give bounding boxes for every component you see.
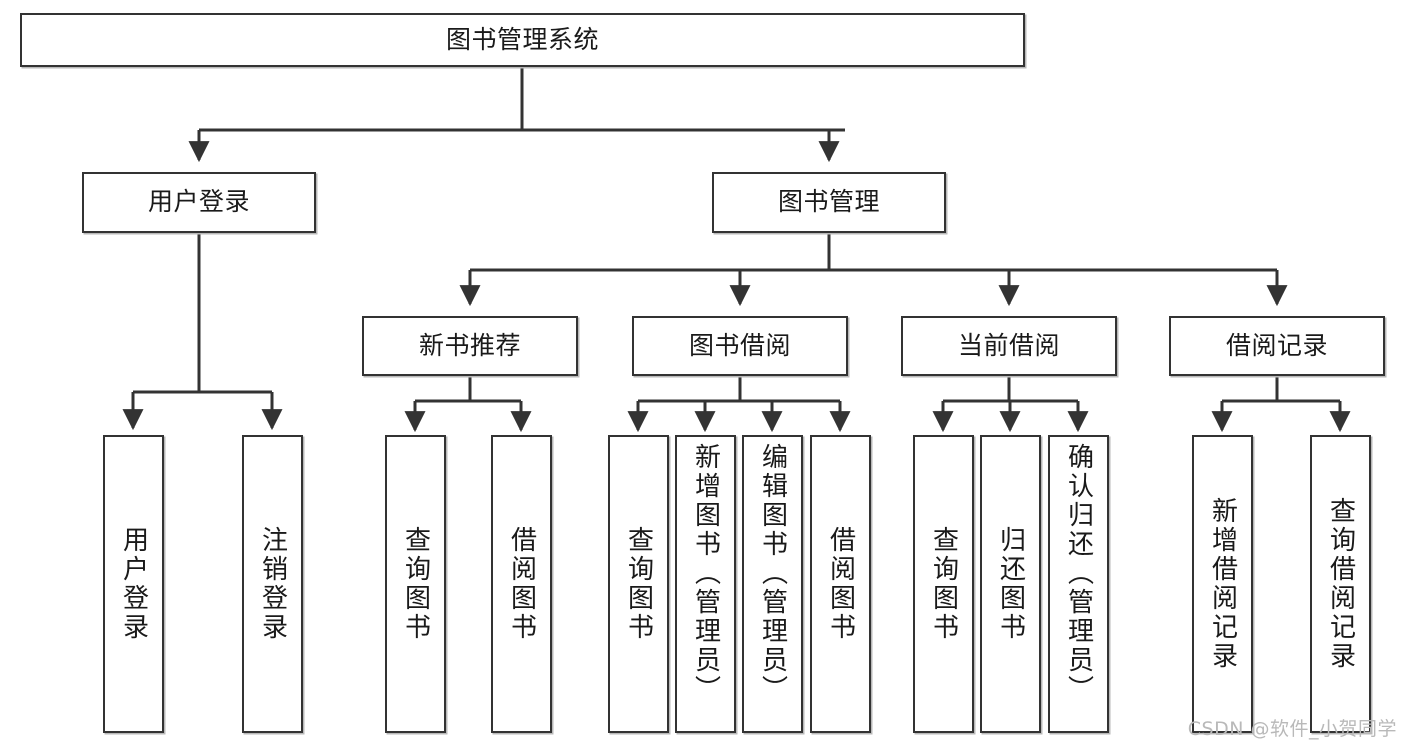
node-leaf-user-login[interactable]: 用户登录 bbox=[103, 435, 164, 733]
node-leaf-borrow-book-rec-label: 借阅图书 bbox=[506, 526, 537, 642]
node-book-borrow[interactable]: 图书借阅 bbox=[632, 316, 848, 376]
node-user-login[interactable]: 用户登录 bbox=[82, 172, 316, 233]
node-leaf-add-borrow-record-label: 新增借阅记录 bbox=[1207, 497, 1238, 671]
node-leaf-edit-book-admin-label: 编辑图书（管理员） bbox=[757, 443, 788, 704]
node-leaf-logout-label: 注销登录 bbox=[257, 526, 288, 642]
node-leaf-return-book[interactable]: 归还图书 bbox=[980, 435, 1041, 733]
node-new-book-recommend[interactable]: 新书推荐 bbox=[362, 316, 578, 376]
node-book-borrow-label: 图书借阅 bbox=[688, 330, 791, 360]
node-leaf-borrow-book[interactable]: 借阅图书 bbox=[810, 435, 871, 733]
node-book-manage[interactable]: 图书管理 bbox=[712, 172, 946, 233]
node-leaf-add-book-admin[interactable]: 新增图书（管理员） bbox=[675, 435, 736, 733]
node-leaf-query-book-borrow-label: 查询图书 bbox=[623, 526, 654, 642]
node-root-label: 图书管理系统 bbox=[445, 24, 599, 54]
node-leaf-borrow-book-rec[interactable]: 借阅图书 bbox=[491, 435, 552, 733]
node-borrow-record[interactable]: 借阅记录 bbox=[1169, 316, 1385, 376]
node-current-borrow-label: 当前借阅 bbox=[957, 330, 1060, 360]
node-leaf-add-borrow-record[interactable]: 新增借阅记录 bbox=[1192, 435, 1253, 733]
node-borrow-record-label: 借阅记录 bbox=[1225, 330, 1328, 360]
node-leaf-query-book-rec[interactable]: 查询图书 bbox=[385, 435, 446, 733]
node-new-book-recommend-label: 新书推荐 bbox=[418, 330, 521, 360]
node-book-manage-label: 图书管理 bbox=[777, 187, 880, 217]
node-current-borrow[interactable]: 当前借阅 bbox=[901, 316, 1117, 376]
node-user-login-label: 用户登录 bbox=[147, 187, 250, 217]
node-leaf-borrow-book-label: 借阅图书 bbox=[825, 526, 856, 642]
node-leaf-logout[interactable]: 注销登录 bbox=[242, 435, 303, 733]
node-leaf-confirm-return-admin-label: 确认归还（管理员） bbox=[1063, 443, 1094, 704]
node-leaf-query-book-rec-label: 查询图书 bbox=[400, 526, 431, 642]
node-leaf-user-login-label: 用户登录 bbox=[118, 526, 149, 642]
node-root[interactable]: 图书管理系统 bbox=[20, 13, 1025, 67]
node-leaf-query-book-borrow[interactable]: 查询图书 bbox=[608, 435, 669, 733]
csdn-watermark: CSDN @软件_小贺同学 bbox=[1187, 718, 1397, 740]
node-leaf-query-book-current-label: 查询图书 bbox=[928, 526, 959, 642]
node-leaf-add-book-admin-label: 新增图书（管理员） bbox=[690, 443, 721, 704]
node-leaf-query-borrow-record[interactable]: 查询借阅记录 bbox=[1310, 435, 1371, 733]
node-leaf-query-book-current[interactable]: 查询图书 bbox=[913, 435, 974, 733]
node-leaf-confirm-return-admin[interactable]: 确认归还（管理员） bbox=[1048, 435, 1109, 733]
node-leaf-edit-book-admin[interactable]: 编辑图书（管理员） bbox=[742, 435, 803, 733]
node-leaf-return-book-label: 归还图书 bbox=[995, 526, 1026, 642]
node-leaf-query-borrow-record-label: 查询借阅记录 bbox=[1325, 497, 1356, 671]
